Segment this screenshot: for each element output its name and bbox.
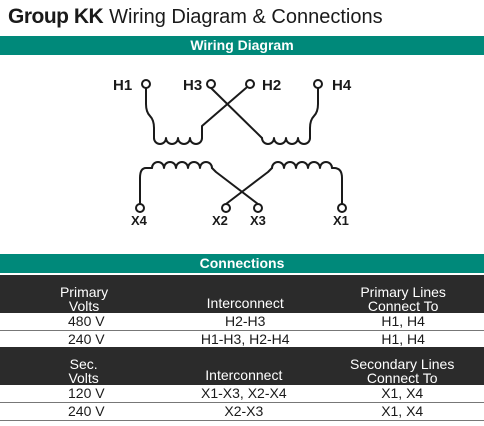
label-h1: H1	[113, 77, 132, 94]
primary-h4-lead	[309, 87, 319, 139]
terminal-h4	[313, 79, 323, 89]
terminal-h3	[206, 79, 216, 89]
terminal-x1	[337, 203, 347, 213]
primary-h1-lead	[145, 87, 155, 139]
label-h4: H4	[332, 77, 352, 94]
secondary-x2-lead	[225, 167, 273, 205]
primary-winding-right	[261, 137, 311, 145]
connections-bar: Connections	[0, 254, 484, 273]
table-row: 240 V H1-H3, H2-H4 H1, H4	[0, 330, 484, 349]
label-x2: X2	[212, 213, 228, 228]
primary-h3-lead	[201, 87, 247, 139]
secondary-coil	[139, 161, 343, 205]
wiring-diagram: H1 H3 H2 H4 X4 X2 X3 X1	[113, 77, 352, 228]
label-h3: H3	[183, 77, 202, 94]
terminal-x2	[221, 203, 231, 213]
header-interconnect: Interconnect	[168, 275, 323, 313]
terminal-x4	[135, 203, 145, 213]
table-row: 120 V X1-X3, X2-X4 X1, X4	[0, 385, 484, 403]
secondary-x4-lead	[139, 167, 153, 205]
secondary-x3-lead	[211, 167, 259, 205]
secondary-winding-right	[271, 161, 333, 169]
primary-h2-lead	[210, 87, 263, 139]
table-row: 480 V H2-H3 H1, H4	[0, 313, 484, 331]
label-x1: X1	[333, 213, 349, 228]
label-x4: X4	[131, 213, 148, 228]
label-h2: H2	[262, 77, 281, 94]
header-sec-volts: Sec.Volts	[0, 347, 168, 385]
secondary-winding-left	[151, 161, 213, 169]
title-group: Group KK	[8, 5, 104, 28]
header-sec-interconnect: Interconnect	[167, 347, 321, 385]
secondary-x1-lead	[331, 167, 343, 205]
wiring-diagram-bar: Wiring Diagram	[0, 36, 484, 55]
terminal-h1	[141, 79, 151, 89]
label-x3: X3	[250, 213, 266, 228]
title-rest: Wiring Diagram & Connections	[109, 6, 383, 28]
primary-winding-left	[153, 137, 203, 145]
terminal-x3	[253, 203, 263, 213]
table-row: 240 V X2-X3 X1, X4	[0, 402, 484, 421]
terminal-h2	[245, 79, 255, 89]
primary-coil	[145, 87, 319, 145]
